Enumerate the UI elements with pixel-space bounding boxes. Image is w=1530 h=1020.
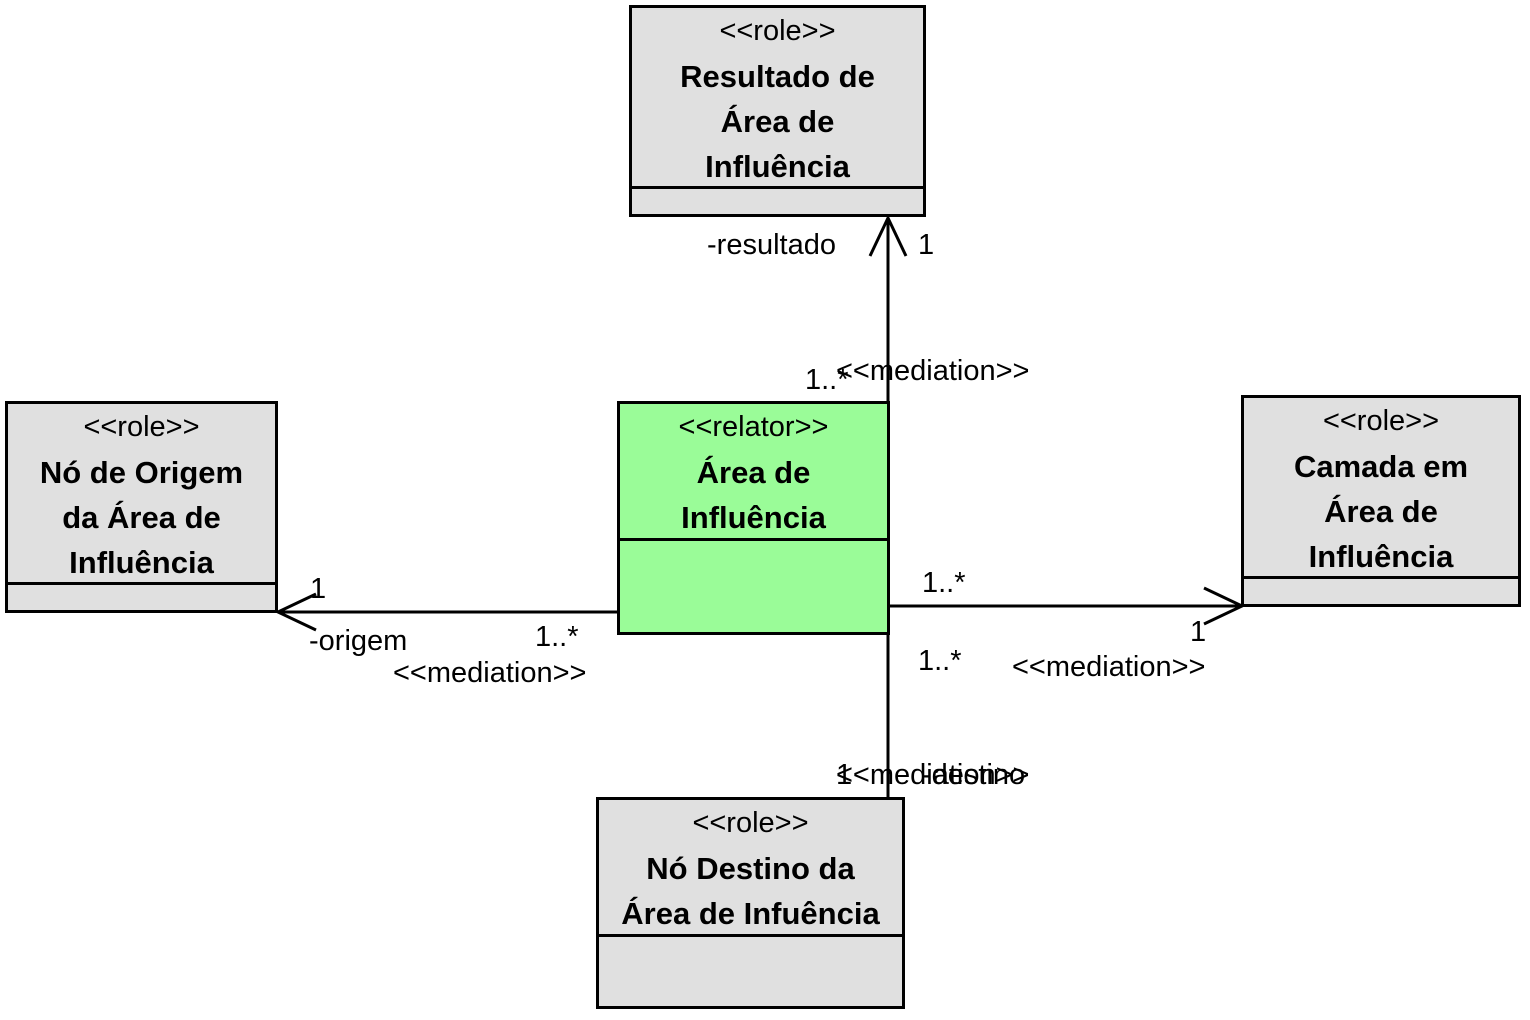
class-origem[interactable]: <<role>> Nó de Origem da Área de Influên… <box>5 401 278 613</box>
class-resultado[interactable]: <<role>> Resultado de Área de Influência <box>629 5 926 217</box>
stereotype-label: <<role>> <box>83 411 200 443</box>
stereotype-mediation-camada: <<mediation>> <box>1012 651 1206 683</box>
multiplicity-origem-target: 1 <box>310 573 327 605</box>
class-name: Área de Influência <box>681 455 826 535</box>
multiplicity-resultado-target: 1 <box>918 229 935 261</box>
arrowhead-origem <box>274 592 317 632</box>
stereotype-label: <<relator>> <box>678 411 829 443</box>
class-name: Nó de Origem da Área de Influência <box>39 455 244 580</box>
stereotype-mediation-destino: <<mediation>> <box>836 759 1030 791</box>
stereotype-mediation-resultado: <<mediation>> <box>836 355 1030 387</box>
multiplicity-camada-target: 1 <box>1190 616 1207 648</box>
multiplicity-camada-source: 1..* <box>922 567 966 599</box>
role-label-origem: -origem <box>309 625 408 657</box>
stereotype-label: <<role>> <box>719 15 836 47</box>
class-relator-area-de-influencia[interactable]: <<relator>> Área de Influência <box>617 401 890 635</box>
multiplicity-destino-source: 1..* <box>918 645 962 677</box>
class-name: Resultado de Área de Influência <box>680 59 875 184</box>
stereotype-mediation-origem: <<mediation>> <box>393 657 587 689</box>
stereotype-label: <<role>> <box>1322 405 1440 437</box>
stereotype-label: <<role>> <box>692 807 809 839</box>
multiplicity-destino-target: 1 <box>836 759 853 791</box>
class-destino[interactable]: <<role>> Nó Destino da Área de Infuência <box>596 797 905 1009</box>
role-label-destino: -destino <box>922 759 1026 791</box>
arrowhead-resultado <box>868 214 908 257</box>
class-name: Nó Destino da Área de Infuência <box>621 851 880 931</box>
class-name: Camada em Área de Influência <box>1293 449 1469 574</box>
role-label-resultado: -resultado <box>707 229 836 261</box>
multiplicity-origem-source: 1..* <box>535 621 579 653</box>
class-camada[interactable]: <<role>> Camada em Área de Influência <box>1241 395 1521 607</box>
multiplicity-resultado-source: 1..* <box>805 364 849 396</box>
